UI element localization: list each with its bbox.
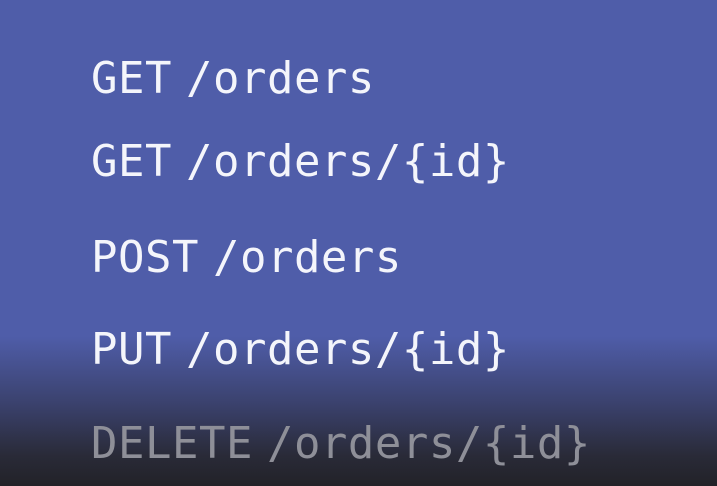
http-method: POST <box>91 232 199 283</box>
http-method: GET <box>91 136 172 187</box>
endpoint-path: /orders/{id} <box>266 418 591 469</box>
endpoint-get-orders: GET/orders <box>91 57 375 101</box>
endpoint-delete-order-by-id: DELETE/orders/{id} <box>91 422 591 466</box>
endpoint-path: /orders/{id} <box>185 324 510 375</box>
endpoint-path: /orders <box>212 232 402 283</box>
http-method: PUT <box>91 324 172 375</box>
endpoint-post-orders: POST/orders <box>91 236 402 280</box>
endpoint-path: /orders <box>185 53 375 104</box>
http-method: DELETE <box>91 418 253 469</box>
endpoint-get-order-by-id: GET/orders/{id} <box>91 140 510 184</box>
endpoint-put-order-by-id: PUT/orders/{id} <box>91 328 510 372</box>
endpoint-path: /orders/{id} <box>185 136 510 187</box>
http-method: GET <box>91 53 172 104</box>
